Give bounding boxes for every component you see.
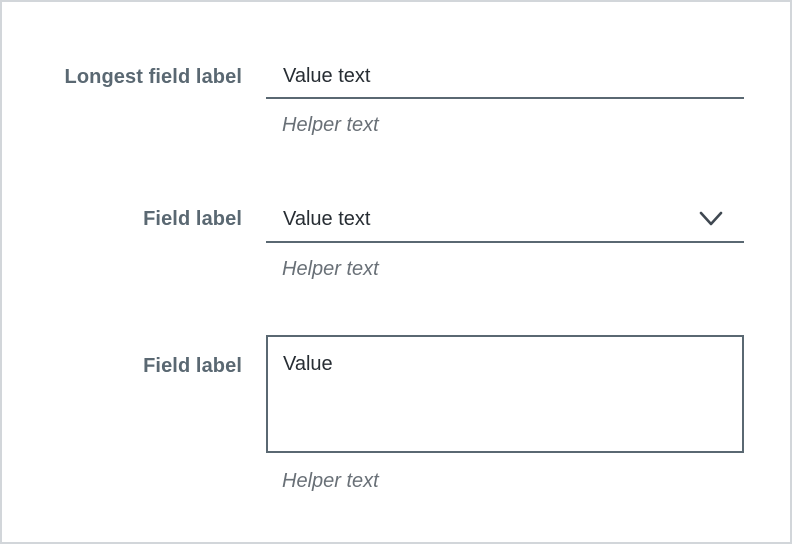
text-input-helper-text: Helper text [282,114,379,136]
text-input-label: Longest field label [64,66,242,88]
textarea-label: Field label [143,355,242,377]
field-group: Longest field label Helper text Field la… [2,2,790,494]
form-row-text-input: Longest field label Helper text [2,64,790,138]
textarea-helper-text: Helper text [282,470,379,492]
form-row-select: Field label Value text Helper text [2,206,790,282]
textarea-input[interactable]: Value [266,335,744,453]
textarea-control: Value Helper text [266,335,744,494]
chevron-down-icon [699,211,723,226]
select-input[interactable]: Value text [266,206,744,243]
text-input-control: Helper text [266,64,744,138]
form-row-textarea: Field label Value Helper text [2,335,790,494]
select-helper-text: Helper text [282,258,379,280]
select-value: Value text [283,208,371,230]
select-control: Value text Helper text [266,206,744,282]
select-label: Field label [143,208,242,230]
text-input[interactable] [266,64,744,99]
